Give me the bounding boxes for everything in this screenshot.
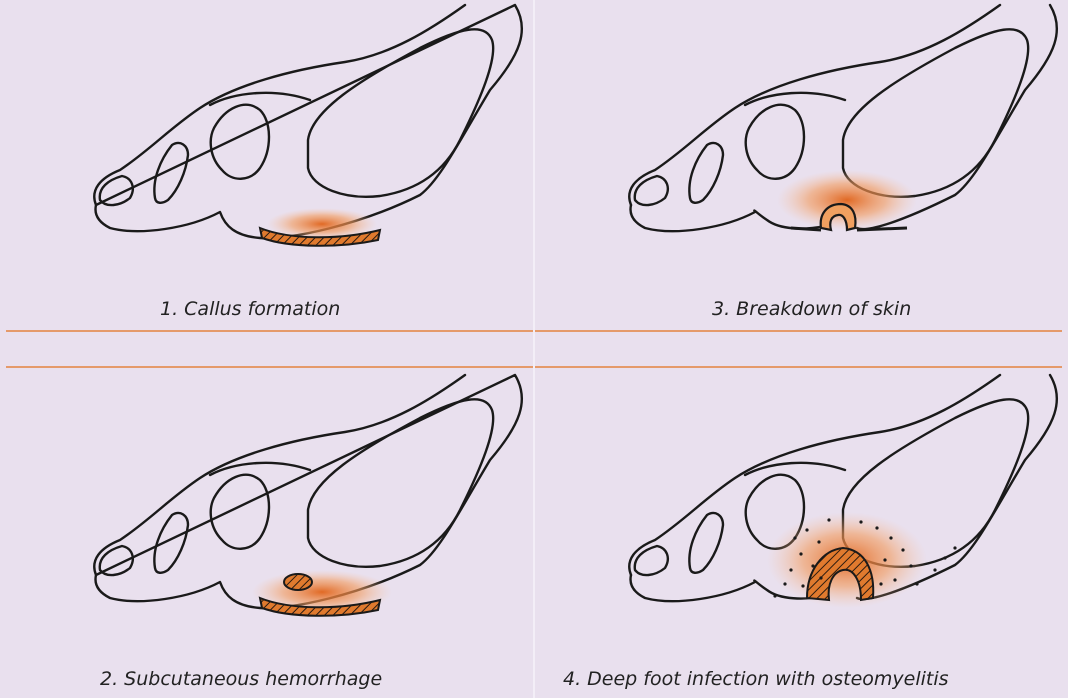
panel-hemorrhage-illustration [60,370,530,640]
panel-breakdown-illustration [595,0,1065,270]
caption-infection: 4. Deep foot infection with osteomyeliti… [563,668,949,690]
caption-hemorrhage: 2. Subcutaneous hemorrhage [100,668,382,690]
caption-breakdown: 3. Breakdown of skin [712,298,911,320]
panel-infection-illustration [595,370,1065,640]
caption-callus: 1. Callus formation [160,298,340,320]
panel-callus-illustration [60,0,530,270]
panel-separator [533,0,535,698]
